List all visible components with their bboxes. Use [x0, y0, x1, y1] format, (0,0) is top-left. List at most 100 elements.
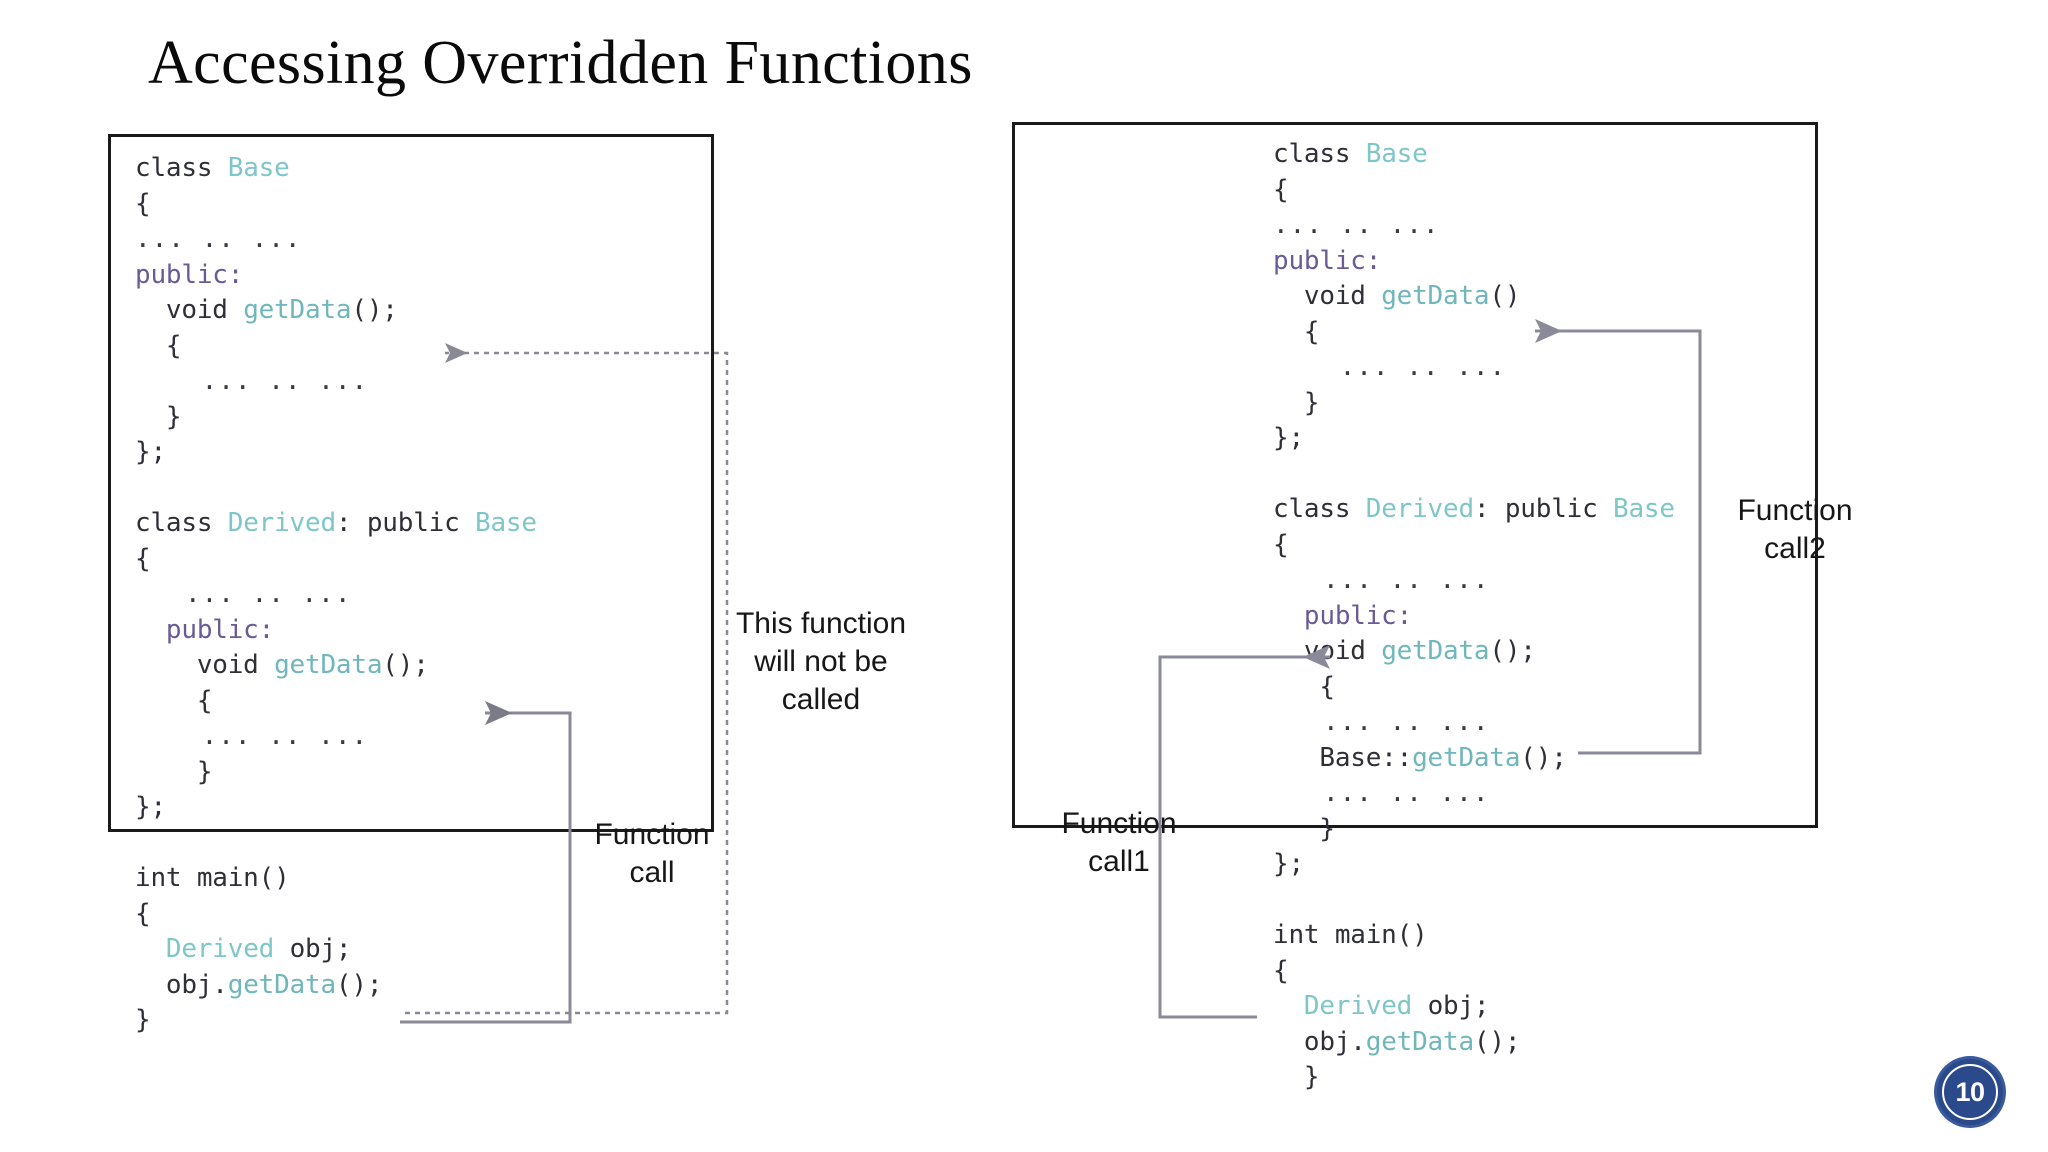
- code-line: void getData();: [1273, 634, 1675, 670]
- code-token: }: [1273, 387, 1320, 418]
- code-token: getData: [227, 969, 336, 1000]
- code-line: obj.getData();: [1273, 1025, 1675, 1061]
- code-line: public:: [1273, 244, 1675, 280]
- code-token: }: [135, 756, 213, 787]
- code-line: };: [1273, 421, 1675, 457]
- code-token: public:: [135, 614, 275, 645]
- code-token: ... .. ...: [1273, 565, 1490, 595]
- code-token: (): [1489, 281, 1521, 311]
- code-line: {: [1273, 528, 1675, 564]
- code-token: ... .. ...: [135, 579, 352, 609]
- code-line: {: [135, 897, 537, 933]
- left-code-block: class Base{... .. ...public: void getDat…: [135, 151, 537, 1039]
- page-number-text: 10: [1955, 1076, 1985, 1107]
- code-token: ();: [335, 969, 383, 1000]
- left-code-panel: class Base{... .. ...public: void getDat…: [108, 134, 714, 1035]
- code-token: getData: [274, 650, 383, 680]
- code-line: {: [1273, 173, 1675, 209]
- code-token: ();: [382, 650, 429, 680]
- code-line: ... .. ...: [135, 222, 537, 258]
- code-line: ... .. ...: [1273, 563, 1675, 599]
- code-token: {: [135, 685, 213, 716]
- code-token: void: [135, 650, 275, 680]
- code-token: : public: [1473, 494, 1614, 524]
- code-token: };: [135, 437, 166, 467]
- code-line: public:: [135, 613, 537, 649]
- code-token: };: [1273, 423, 1304, 453]
- code-token: {: [135, 543, 151, 574]
- code-token: {: [135, 330, 182, 361]
- code-token: {: [1273, 529, 1289, 560]
- code-token: class: [1273, 139, 1366, 169]
- code-token: ... .. ...: [1273, 210, 1440, 240]
- code-token: ();: [1473, 1026, 1521, 1057]
- code-token: Derived: [1365, 494, 1474, 524]
- code-line: }: [135, 755, 537, 791]
- code-token: Derived: [227, 508, 336, 538]
- annotation-function-call: Function call: [594, 818, 710, 889]
- code-token: public:: [135, 259, 244, 290]
- code-line: class Base: [1273, 137, 1675, 173]
- code-token: {: [1273, 174, 1289, 205]
- code-token: void: [1273, 636, 1382, 666]
- code-token: }: [1273, 1062, 1320, 1092]
- code-token: ... .. ...: [1273, 352, 1507, 382]
- code-token: void: [1273, 281, 1382, 311]
- code-line: }: [135, 1003, 537, 1039]
- code-line: };: [135, 435, 537, 471]
- code-line: }: [1273, 386, 1675, 422]
- code-line: int main(): [1273, 918, 1675, 954]
- code-line: }: [135, 400, 537, 436]
- code-line: Derived obj;: [135, 932, 537, 968]
- code-line: {: [135, 542, 537, 578]
- code-token: int main(): [1273, 920, 1428, 950]
- code-line: [135, 471, 537, 507]
- code-line: ... .. ...: [135, 364, 537, 400]
- code-token: class: [1273, 494, 1366, 524]
- code-line: {: [1273, 954, 1675, 990]
- code-token: }: [135, 401, 182, 432]
- code-line: [135, 826, 537, 862]
- code-line: ... .. ...: [135, 719, 537, 755]
- code-token: getData: [1381, 281, 1490, 311]
- code-line: void getData();: [135, 648, 537, 684]
- code-line: Base::getData();: [1273, 741, 1675, 777]
- code-token: obj;: [274, 934, 352, 964]
- annotation-function-call2: Function call2: [1737, 494, 1853, 565]
- code-token: class: [135, 153, 228, 183]
- code-line: [1273, 457, 1675, 493]
- code-line: ... .. ...: [1273, 350, 1675, 386]
- code-token: obj.: [135, 969, 228, 1000]
- code-token: {: [135, 188, 151, 219]
- code-line: public:: [1273, 599, 1675, 635]
- code-token: obj;: [1412, 991, 1490, 1021]
- code-token: }: [135, 1005, 151, 1035]
- code-token: {: [135, 898, 151, 929]
- code-token: }: [1273, 813, 1335, 844]
- code-token: public:: [1273, 245, 1382, 276]
- code-token: Base: [1365, 139, 1428, 169]
- code-line: ... .. ...: [1273, 776, 1675, 812]
- code-token: int main(): [135, 863, 290, 893]
- code-line: class Derived: public Base: [135, 506, 537, 542]
- code-token: obj.: [1273, 1026, 1366, 1057]
- code-token: : public: [335, 508, 476, 538]
- code-token: getData: [1381, 636, 1490, 666]
- code-token: getData: [1365, 1026, 1474, 1057]
- code-line: {: [1273, 670, 1675, 706]
- code-line: public:: [135, 258, 537, 294]
- code-token: Base: [475, 508, 537, 538]
- code-line: };: [135, 790, 537, 826]
- code-token: {: [1273, 671, 1335, 702]
- code-token: };: [1273, 849, 1304, 879]
- code-token: public:: [1273, 600, 1413, 631]
- code-token: [135, 934, 166, 964]
- code-line: {: [135, 187, 537, 223]
- code-token: Base::: [1273, 742, 1413, 773]
- code-token: void: [135, 295, 244, 325]
- code-token: ... .. ...: [1273, 707, 1490, 737]
- code-line: {: [135, 329, 537, 365]
- code-token: };: [135, 792, 166, 822]
- code-token: Base: [227, 153, 290, 183]
- code-token: ... .. ...: [135, 366, 369, 396]
